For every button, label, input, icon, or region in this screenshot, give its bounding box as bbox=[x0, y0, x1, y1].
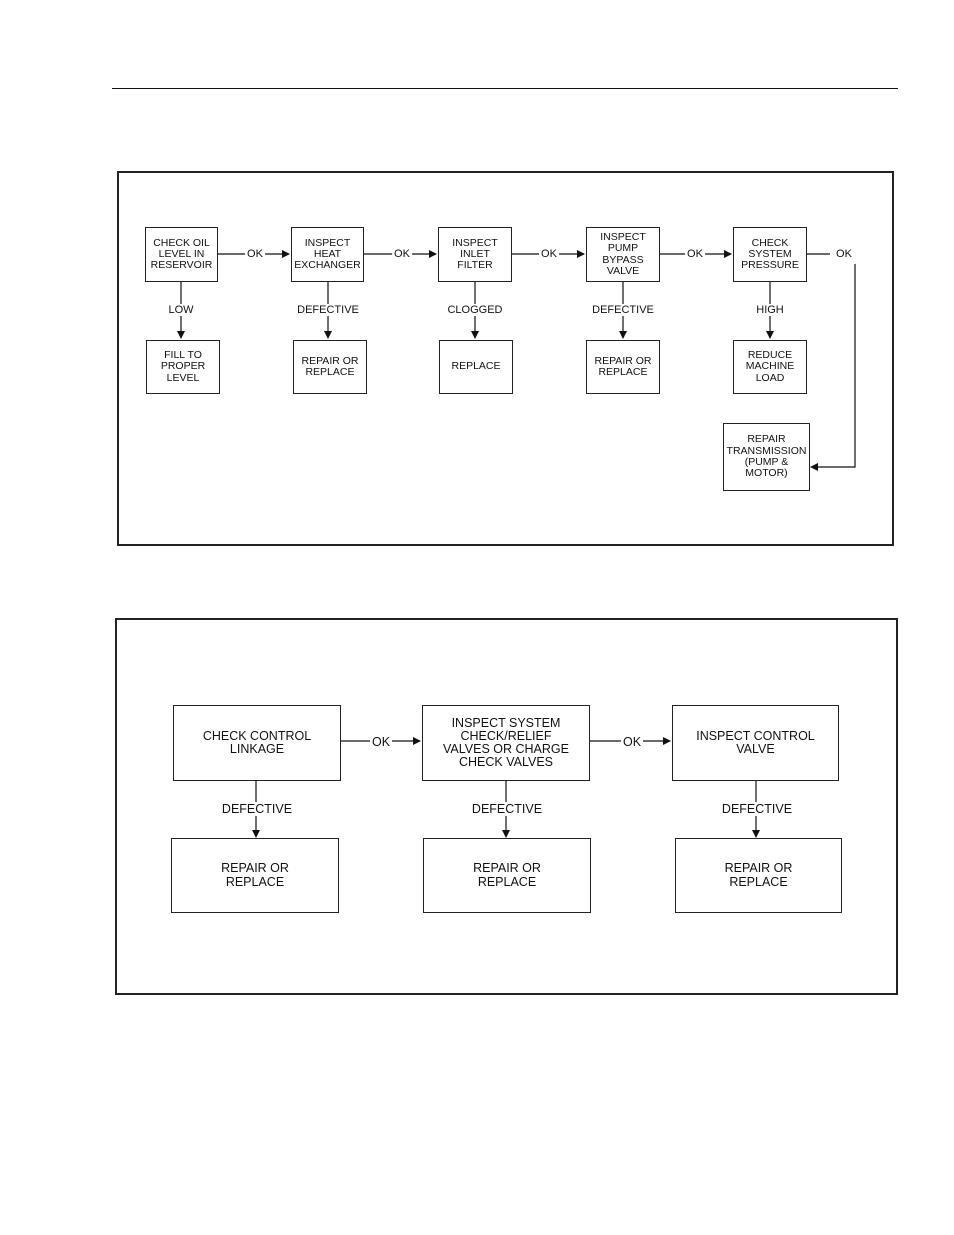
flowchart-1-frame bbox=[117, 171, 894, 546]
check-oil-box: CHECK OIL LEVEL IN RESERVOIR bbox=[145, 227, 218, 282]
repair-replace-box-a: REPAIR OR REPLACE bbox=[171, 838, 339, 913]
repair-replace-box-2: REPAIR OR REPLACE bbox=[586, 340, 660, 394]
label-low: LOW bbox=[166, 304, 196, 316]
inspect-heat-exchanger-box: INSPECT HEAT EXCHANGER bbox=[291, 227, 364, 282]
repair-replace-box-1: REPAIR OR REPLACE bbox=[293, 340, 367, 394]
label-ok-3: OK bbox=[539, 248, 559, 260]
flowchart-2-frame bbox=[115, 618, 898, 995]
fill-proper-level-box: FILL TO PROPER LEVEL bbox=[146, 340, 220, 394]
check-control-linkage-box: CHECK CONTROL LINKAGE bbox=[173, 705, 341, 781]
label-defective-b: DEFECTIVE bbox=[469, 802, 545, 816]
label-defective-2: DEFECTIVE bbox=[590, 304, 656, 316]
repair-transmission-box: REPAIR TRANSMISSION (PUMP & MOTOR) bbox=[723, 423, 810, 491]
label-ok-1: OK bbox=[245, 248, 265, 260]
label-ok-b: OK bbox=[620, 735, 644, 749]
connector-ok-5-path bbox=[810, 264, 856, 471]
inspect-inlet-filter-box: INSPECT INLET FILTER bbox=[438, 227, 512, 282]
label-ok-4: OK bbox=[685, 248, 705, 260]
label-ok-5: OK bbox=[834, 248, 854, 260]
label-defective-a: DEFECTIVE bbox=[219, 802, 295, 816]
label-defective-1: DEFECTIVE bbox=[295, 304, 361, 316]
repair-replace-box-c: REPAIR OR REPLACE bbox=[675, 838, 842, 913]
label-high: HIGH bbox=[754, 304, 786, 316]
check-system-pressure-box: CHECK SYSTEM PRESSURE bbox=[733, 227, 807, 282]
inspect-bypass-valve-box: INSPECT PUMP BYPASS VALVE bbox=[586, 227, 660, 282]
repair-replace-box-b: REPAIR OR REPLACE bbox=[423, 838, 591, 913]
inspect-check-relief-box: INSPECT SYSTEM CHECK/RELIEF VALVES OR CH… bbox=[422, 705, 590, 781]
replace-box: REPLACE bbox=[439, 340, 513, 394]
reduce-machine-load-box: REDUCE MACHINE LOAD bbox=[733, 340, 807, 394]
label-ok-2: OK bbox=[392, 248, 412, 260]
header-rule bbox=[112, 88, 898, 89]
label-defective-c: DEFECTIVE bbox=[719, 802, 795, 816]
label-clogged: CLOGGED bbox=[445, 304, 505, 316]
inspect-control-valve-box: INSPECT CONTROL VALVE bbox=[672, 705, 839, 781]
label-ok-a: OK bbox=[369, 735, 393, 749]
